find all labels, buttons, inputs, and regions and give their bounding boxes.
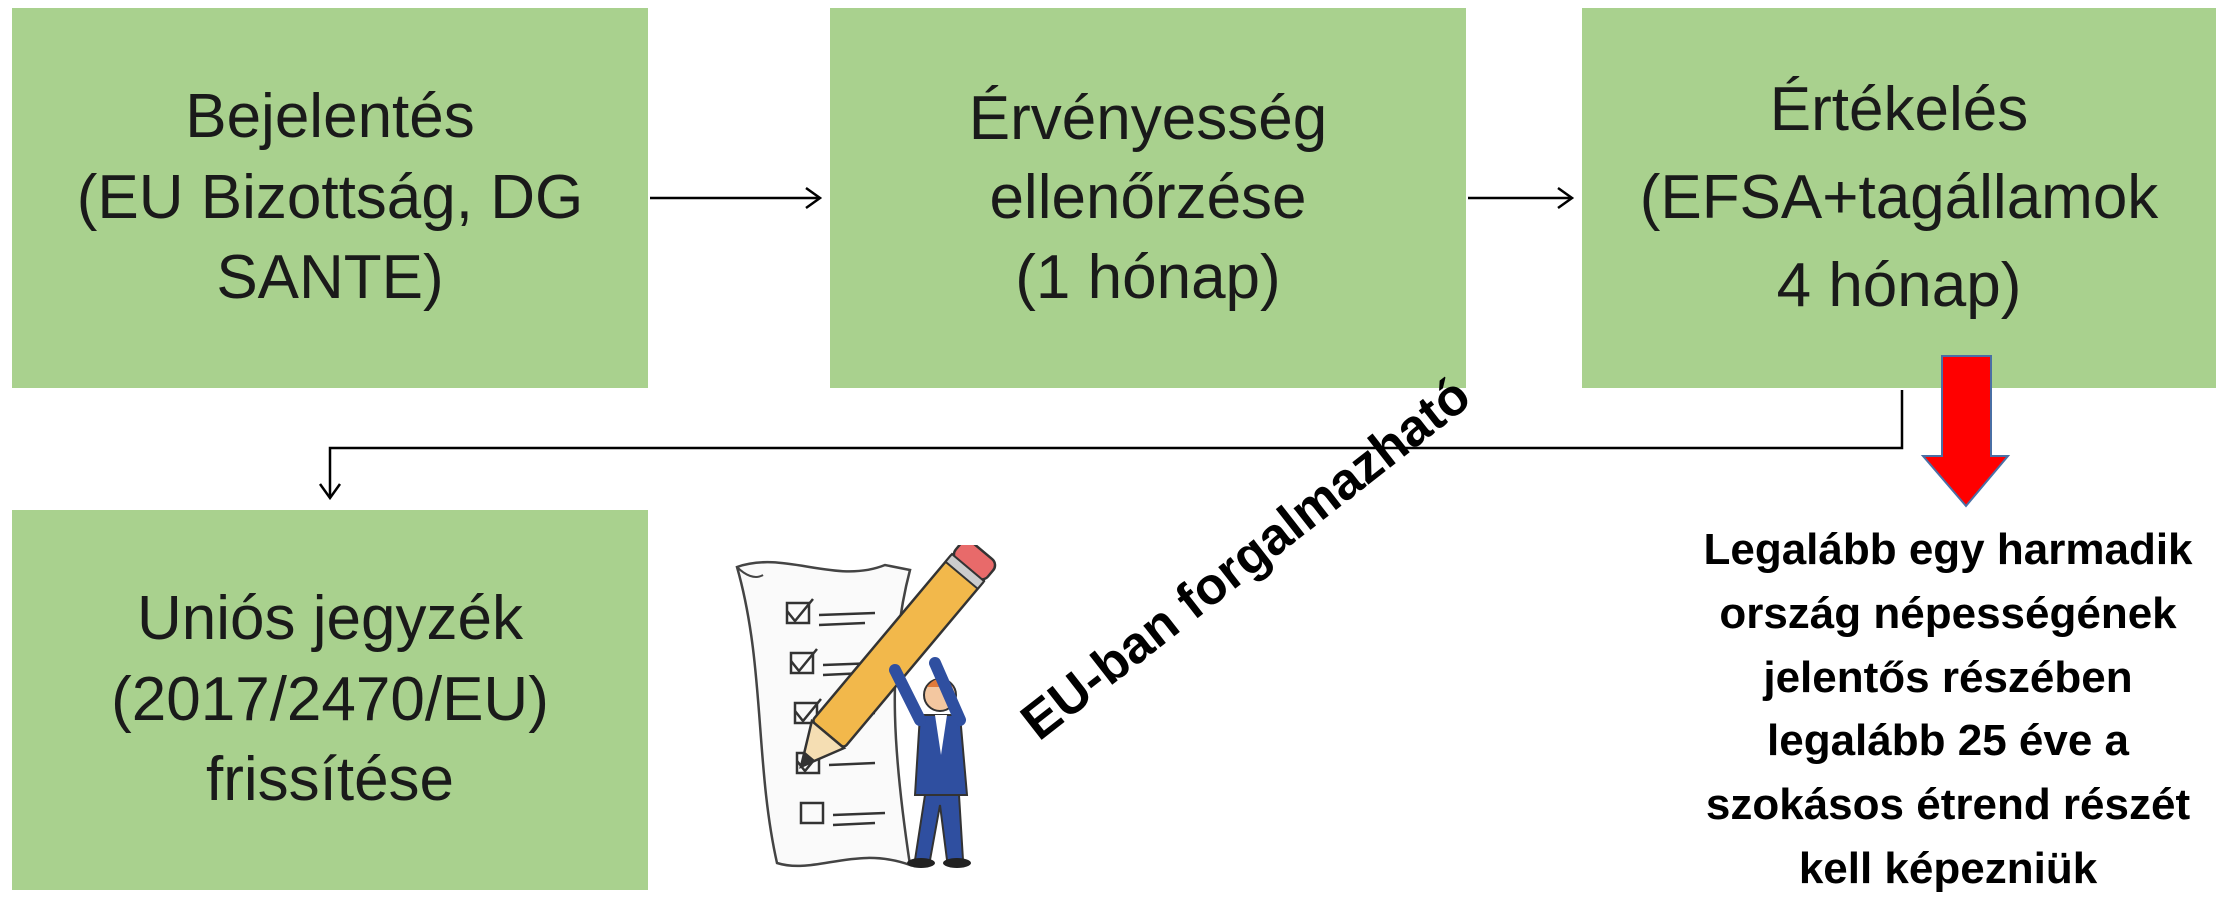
note-line-2: ország népességének (1719, 588, 2177, 638)
note-line-6: kell képezniük (1798, 843, 2098, 893)
step-box-union-list-update: Uniós jegyzék (2017/2470/EU) frissítése (12, 510, 648, 890)
step-4-line-1: Uniós jegyzék (137, 584, 523, 654)
red-down-arrow-icon (1920, 355, 2011, 508)
arrow-head-2 (1557, 186, 1575, 210)
step-3-line-1: Értékelés (1769, 74, 2029, 144)
note-line-4: legalább 25 éve a (1767, 716, 2129, 766)
step-1-line-1: Bejelentés (185, 82, 475, 152)
step-1-line-3: SANTE) (216, 243, 444, 313)
step-4-line-3: frissítése (205, 745, 455, 815)
step-3-line-2: (EFSA+tagállamok (1639, 162, 2159, 232)
return-connector-step3-to-step4 (328, 390, 1904, 496)
step-2-line-1: Érvényesség (968, 83, 1328, 153)
condition-note: Legalább egy harmadik ország népességéne… (1680, 518, 2216, 901)
step-box-validity-check: Érvényesség ellenőrzése (1 hónap) (830, 8, 1466, 388)
step-2-line-3: (1 hónap) (1015, 242, 1281, 312)
step-box-assessment: Értékelés (EFSA+tagállamok 4 hónap) (1582, 8, 2216, 388)
step-4-line-2: (2017/2470/EU) (111, 664, 549, 734)
note-line-3: jelentős részében (1763, 652, 2133, 702)
arrow-head-3 (318, 483, 342, 501)
checklist-pencil-man-illustration-icon (735, 545, 997, 868)
note-line-1: Legalább egy harmadik (1703, 525, 2193, 574)
note-line-5: szokásos étrend részét (1705, 780, 2191, 830)
arrow-head-1 (805, 186, 823, 210)
step-3-line-3: 4 hónap) (1776, 251, 2022, 321)
step-box-notification: Bejelentés (EU Bizottság, DG SANTE) (12, 8, 648, 388)
step-1-line-2: (EU Bizottság, DG (76, 162, 584, 232)
step-2-line-2: ellenőrzése (989, 163, 1307, 233)
